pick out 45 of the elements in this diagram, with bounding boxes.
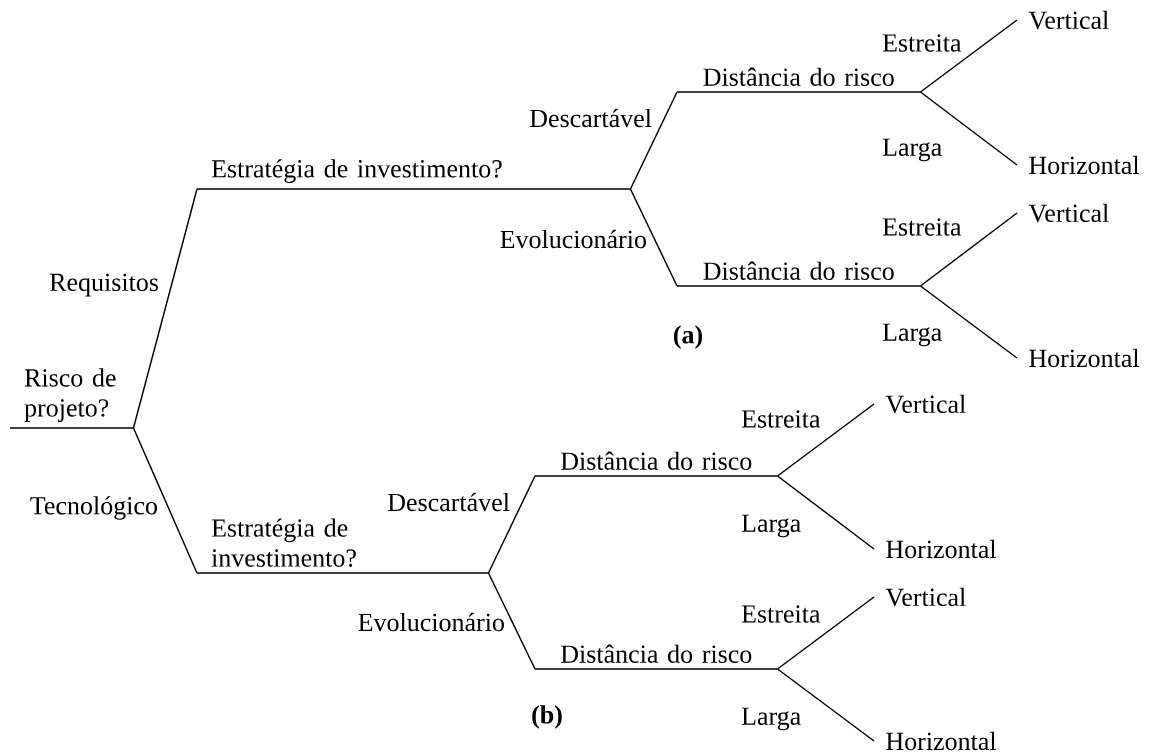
branch-label: Larga [880,137,944,163]
outcome-label: Vertical [885,394,966,414]
branch-line [132,188,198,429]
outcome-label: Horizontal [1029,155,1140,175]
decision-branch: Risco de projeto? [9,368,135,429]
panel-label: (a) [674,325,702,349]
outcome-label: Vertical [885,587,966,607]
branch-label: Tecnológico [28,494,160,522]
branch-line [629,188,678,287]
branch-line [776,403,875,477]
branch-label: Descartável [527,107,654,129]
branch-line [919,285,1018,359]
outcome-label: Horizontal [886,731,997,751]
branch-line [487,572,536,670]
branch-label: Larga [739,513,803,539]
branch-label: Requisitos [47,272,161,298]
branch-line [487,475,536,574]
branch-label: Estreita [739,603,822,625]
decision-branch: Distância do risco [534,451,779,477]
decision-branch: Distância do risco [676,261,922,287]
branch-line [776,668,875,742]
outcome-label: Vertical [1028,203,1109,223]
branch-label: Estreita [880,216,963,238]
branch-line [629,91,678,190]
branch-label: Larga [739,706,803,732]
panel-label: (b) [532,705,562,729]
branch-line [919,212,1018,287]
outcome-label: Vertical [1028,10,1109,30]
branch-label: Larga [880,322,944,348]
branch-label: Estreita [739,408,822,430]
branch-label: Descartável [385,491,512,513]
branch-line [776,475,875,550]
branch-line [776,596,875,670]
outcome-label: Horizontal [1029,348,1140,368]
decision-branch: Estratégia de investimento? [196,159,632,190]
outcome-label: Horizontal [886,539,997,559]
decision-branch: Estratégia de investimento? [196,518,490,574]
branch-line [919,19,1018,93]
branch-label: Evolucionário [498,228,649,250]
branch-line [919,91,1018,166]
decision-branch: Distância do risco [534,644,779,670]
decision-branch: Distância do risco [676,67,922,93]
branch-label: Evolucionário [356,611,507,633]
branch-line [132,427,198,574]
branch-label: Estreita [880,32,963,54]
